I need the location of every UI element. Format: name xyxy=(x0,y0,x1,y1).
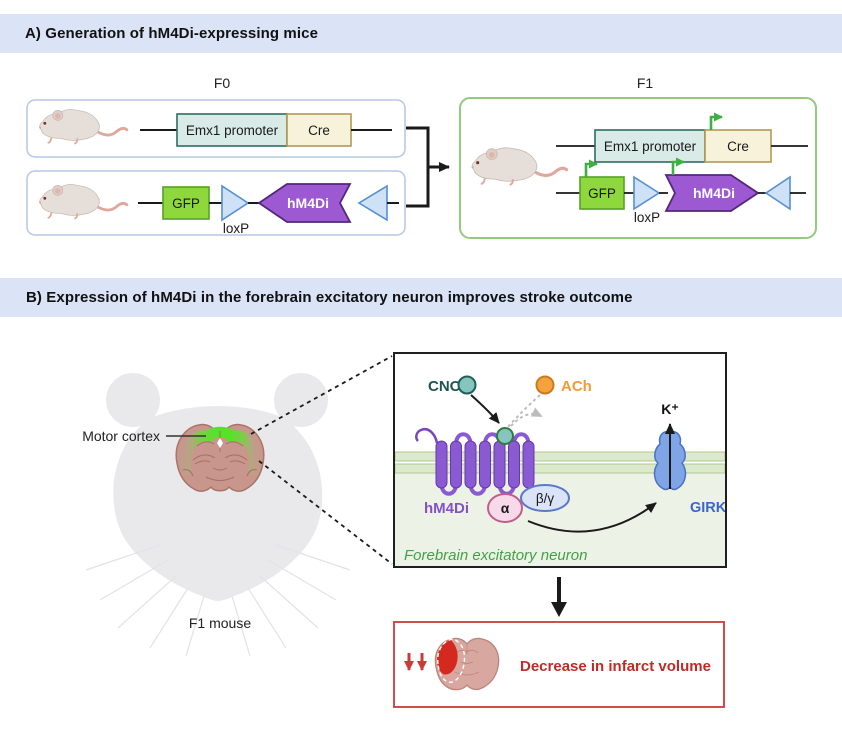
transcription-arrow-icon xyxy=(671,157,685,175)
f0-label: F0 xyxy=(214,75,231,91)
gprotein-to-girk-arrow xyxy=(527,502,657,533)
cre-label: Cre xyxy=(727,139,749,154)
penumbra-outline xyxy=(437,638,466,683)
hm4di-gene-arrow xyxy=(257,183,352,223)
emx1-promoter-box xyxy=(176,113,288,147)
ach-label: ACh xyxy=(561,378,592,395)
loxp-label: loxP xyxy=(634,210,660,225)
panel-b: Motor cortex F1 mouse CNO ACh xyxy=(82,352,727,708)
alpha-label: α xyxy=(501,500,510,516)
cno-molecule-icon xyxy=(457,375,477,395)
cell-diagram-box: CNO ACh xyxy=(393,352,727,568)
third-ventricle xyxy=(217,438,223,448)
cno-binding-arrow xyxy=(470,394,500,424)
f1-label: F1 xyxy=(637,75,654,91)
brain-internal-lines xyxy=(182,431,258,481)
f0-cre-mouse-box: Emx1 promoter Cre xyxy=(26,99,406,158)
decrease-arrows-icon xyxy=(404,653,427,671)
ach-blocked-arrow xyxy=(507,394,543,428)
ach-molecule-icon xyxy=(535,375,555,395)
hm4di-receptor-label: hM4Di xyxy=(424,500,469,517)
f1-mouse-box: Emx1 promoter Cre GFP loxP hM4Di xyxy=(459,97,817,239)
girk-label: GIRK xyxy=(690,500,727,516)
cre-box xyxy=(704,129,772,163)
girk-channel-icon xyxy=(653,430,687,491)
outcome-section: Decrease in infarct volume xyxy=(393,577,725,708)
beta-gamma-label: β/γ xyxy=(536,491,555,506)
outcome-label: Decrease in infarct volume xyxy=(520,658,711,675)
f1-mouse-label: F1 mouse xyxy=(189,615,251,631)
hm4di-gene-label: hM4Di xyxy=(287,195,329,211)
emx1-promoter-label: Emx1 promoter xyxy=(604,139,697,154)
loxp-site-icon xyxy=(633,175,661,211)
leads-to-arrowhead xyxy=(551,602,567,617)
cno-label: CNO xyxy=(428,378,462,395)
cre-box xyxy=(286,113,352,147)
panel-a: F0 F1 Emx1 promoter Cre GFP xyxy=(26,75,817,239)
transcription-arrow-icon xyxy=(584,159,598,177)
zoom-callout-lines xyxy=(250,355,393,565)
whiskers xyxy=(85,544,351,657)
mouse-head-shape xyxy=(113,406,323,601)
cross-bracket-arrow xyxy=(406,126,450,208)
f1-mouse-head xyxy=(85,373,351,657)
hm4di-gene-arrow xyxy=(664,174,760,212)
alpha-subunit xyxy=(487,493,523,523)
brain-section xyxy=(175,423,265,492)
panel-b-title: B) Expression of hM4Di in the forebrain … xyxy=(26,289,633,306)
loxp-site-icon xyxy=(221,184,250,222)
cell-box-border xyxy=(393,352,727,568)
loxp-label: loxP xyxy=(223,221,249,236)
beta-gamma-subunit xyxy=(520,484,570,512)
infarct-core xyxy=(437,640,458,675)
hm4di-gene-label: hM4Di xyxy=(693,185,735,201)
hm4di-receptor xyxy=(415,427,535,504)
transcription-arrow-icon xyxy=(709,112,723,130)
infarct-brain-icon xyxy=(434,637,500,691)
panel-b-header: B) Expression of hM4Di in the forebrain … xyxy=(0,278,842,317)
panel-a-header: A) Generation of hM4Di-expressing mice xyxy=(0,14,842,53)
bound-cno-icon xyxy=(496,427,514,445)
gfp-label: GFP xyxy=(172,196,200,211)
cre-label: Cre xyxy=(308,123,330,138)
f0-hm4di-mouse-box: GFP loxP hM4Di xyxy=(26,170,406,236)
emx1-promoter-label: Emx1 promoter xyxy=(186,123,279,138)
potassium-label: K⁺ xyxy=(661,401,679,417)
panel-a-title: A) Generation of hM4Di-expressing mice xyxy=(25,25,319,42)
neuron-type-label: Forebrain excitatory neuron xyxy=(404,547,587,564)
motor-cortex-label: Motor cortex xyxy=(82,428,160,444)
receptor-n-terminus xyxy=(415,428,439,444)
gfp-label: GFP xyxy=(588,186,616,201)
